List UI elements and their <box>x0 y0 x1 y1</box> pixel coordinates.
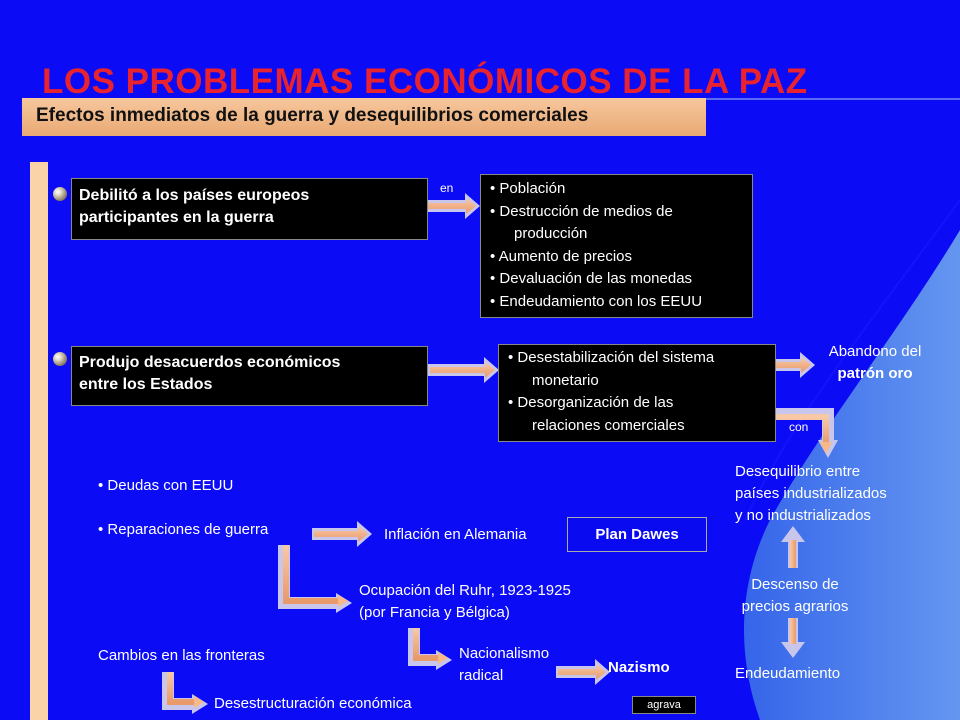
effects-list-box: PoblaciónDestrucción de medios de producc… <box>480 174 753 318</box>
arrow-down-to-debt <box>781 618 805 658</box>
disagreement-list-item: Desorganización de las relaciones comerci… <box>508 392 775 437</box>
disagreement-list-item: Desestabilización del sistema monetario <box>508 347 775 392</box>
effects-list-item-text: Devaluación de las monedas <box>499 270 693 287</box>
box-economic-disagreements: Produjo desacuerdos económicos entre los… <box>71 346 428 406</box>
imbalance-line: y no industrializados <box>735 507 871 524</box>
effects-list-item: Destrucción de medios de producción <box>490 201 752 246</box>
nazism-text: Nazismo <box>608 659 670 676</box>
agrarian-prices-line: Descenso de <box>751 576 839 593</box>
arrow-reparations-to-ruhr <box>278 545 352 613</box>
imbalance-line: países industrializados <box>735 485 887 502</box>
arrow-borders-to-disruption <box>162 672 208 714</box>
imbalance-line: Desequilibrio entre <box>735 463 861 480</box>
disagreement-list-item-text: Desestabilización del sistema <box>517 349 715 366</box>
box-weakened-line1: Debilitó a los países europeos <box>79 187 310 204</box>
germany-inflation-text: Inflación en Alemania <box>384 526 527 543</box>
arrow-ruhr-to-nationalism <box>408 628 452 670</box>
economic-disruption-text: Desestructuración económica <box>214 695 412 712</box>
border-changes-text: Cambios en las fronteras <box>98 647 265 664</box>
box-weakened-countries: Debilitó a los países europeos participa… <box>71 178 428 240</box>
ruhr-occupation-line: Ocupación del Ruhr, 1923-1925 <box>359 582 571 599</box>
disagreement-list-item-text: Desorganización de las <box>517 394 674 411</box>
effects-list-item: Población <box>490 178 752 201</box>
effects-list-item: Devaluación de las monedas <box>490 268 752 291</box>
war-reparations-label: Reparaciones de guerra <box>107 521 269 538</box>
imbalance-text: Desequilibrio entre países industrializad… <box>735 461 887 527</box>
effects-list-item: Endeudamiento con los EEUU <box>490 291 752 314</box>
war-reparations-item: • Reparaciones de guerra <box>98 521 268 538</box>
arrow-to-gold-standard <box>765 352 815 378</box>
agrarian-prices-text: Descenso de precios agrarios <box>730 574 860 618</box>
ruhr-occupation-text: Ocupación del Ruhr, 1923-1925 (por Franci… <box>359 580 571 624</box>
arrow-reparations-to-inflation <box>312 521 372 547</box>
bullet-dot: • <box>98 477 108 494</box>
disagreement-list-item-continuation: monetario <box>532 371 599 389</box>
gold-standard-abandonment: Abandono del patrón oro <box>816 341 934 385</box>
gold-standard-line1: Abandono del <box>828 343 922 360</box>
decorative-swoosh <box>743 199 960 720</box>
plan-dawes-box: Plan Dawes <box>567 517 707 552</box>
debts-usa-label: Deudas con EEUU <box>107 477 234 494</box>
connector-con: con <box>789 420 809 434</box>
plan-dawes-label: Plan Dawes <box>595 526 679 543</box>
left-accent-bar <box>30 162 48 720</box>
debt-text: Endeudamiento <box>735 665 841 682</box>
arrow-nationalism-to-nazism <box>556 659 610 685</box>
effects-list-item-continuation: producción <box>514 225 588 242</box>
box-weakened-line2: participantes en la guerra <box>79 209 274 226</box>
radical-nationalism-text: Nacionalismo radical <box>459 643 549 687</box>
ruhr-occupation-line: (por Francia y Bélgica) <box>359 604 510 621</box>
arrow-weakened-to-effects <box>416 193 480 219</box>
connector-en: en <box>440 181 454 195</box>
effects-list-item-text: Población <box>499 180 566 197</box>
effects-list-item-text: Destrucción de medios de <box>499 202 673 220</box>
box-disagreements-line2: entre los Estados <box>79 376 213 393</box>
arrow-to-imbalance <box>750 408 838 458</box>
subtitle-banner <box>22 98 706 136</box>
debts-usa-item: • Deudas con EEUU <box>98 477 233 494</box>
agrava-label: agrava <box>632 696 696 714</box>
effects-list: PoblaciónDestrucción de medios de producc… <box>481 175 752 313</box>
disagreement-list-box: Desestabilización del sistemamonetarioDe… <box>498 344 776 442</box>
agrarian-prices-line: precios agrarios <box>741 598 849 615</box>
effects-list-item: Aumento de precios <box>490 246 752 269</box>
bullet-ball-icon <box>53 352 67 366</box>
radical-nationalism-line: radical <box>459 667 504 684</box>
gold-standard-line2: patrón oro <box>837 365 913 382</box>
disagreement-list-item-continuation: relaciones comerciales <box>532 416 685 434</box>
effects-list-item-text: Aumento de precios <box>498 247 633 265</box>
slide-title: LOS PROBLEMAS ECONÓMICOS DE LA PAZ <box>42 62 808 101</box>
disagreement-list: Desestabilización del sistemamonetarioDe… <box>499 345 775 437</box>
effects-list-item-text: Endeudamiento con los EEUU <box>499 292 703 310</box>
arrow-up-to-imbalance <box>781 526 805 568</box>
box-disagreements-line1: Produjo desacuerdos económicos <box>79 354 341 371</box>
slide-subtitle: Efectos inmediatos de la guerra y desequ… <box>36 105 589 126</box>
radical-nationalism-line: Nacionalismo <box>459 645 550 662</box>
bullet-ball-icon <box>53 187 67 201</box>
arrow-disagreements-to-consequences <box>428 357 499 383</box>
bullet-dot: • <box>98 521 108 538</box>
